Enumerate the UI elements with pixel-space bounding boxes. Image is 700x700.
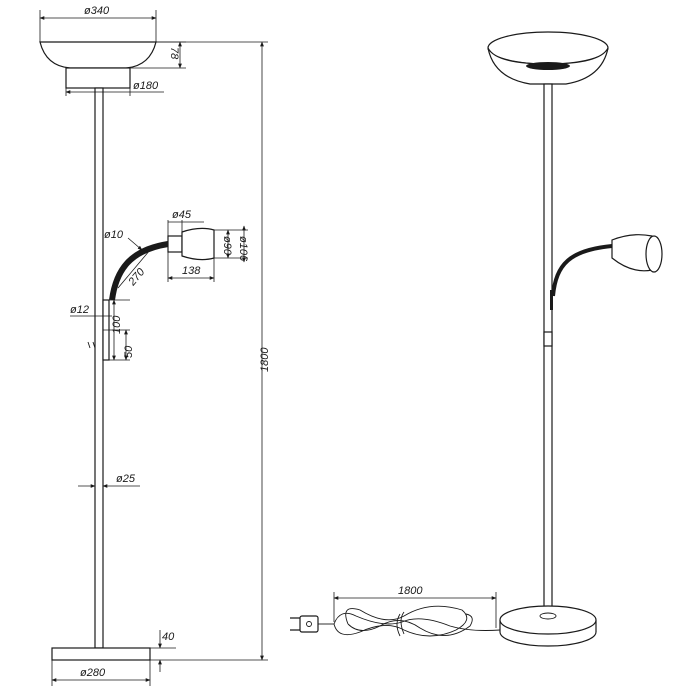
persp-arm-joint	[550, 290, 553, 310]
reading-lamp-shade	[181, 227, 215, 261]
label-shade-outer: ø106	[237, 236, 249, 262]
flex-arm	[109, 241, 169, 301]
label-reach: 138	[182, 265, 201, 277]
persp-pole	[543, 83, 553, 617]
lamp-base	[51, 647, 151, 661]
label-cap-diameter: ø45	[172, 209, 192, 221]
label-shade-height: 78	[168, 47, 180, 60]
label-shade-diameter: ø340	[84, 5, 110, 17]
right-perspective-view: 1800	[290, 31, 663, 647]
left-elevation-view: ø340 78 ø180 1800 ø45 ø90 ø106 138	[39, 5, 271, 686]
label-cable-length: 1800	[398, 585, 423, 597]
bowl-inner	[526, 62, 570, 70]
plug-icon	[290, 615, 319, 633]
lamp-pole	[94, 87, 104, 649]
switch-marks	[87, 341, 96, 349]
label-pole-diameter: ø25	[116, 473, 136, 485]
shade-collar	[65, 67, 131, 89]
persp-switch	[543, 331, 553, 347]
label-switch-height: 50	[123, 345, 135, 358]
label-joint-diameter: ø12	[70, 304, 89, 316]
label-base-diameter: ø280	[80, 667, 106, 679]
label-shade-base-diameter: ø180	[133, 80, 159, 92]
persp-reading-opening	[645, 235, 663, 273]
power-cable	[333, 605, 501, 637]
label-total-height: 1800	[259, 347, 271, 372]
label-joint-height: 100	[111, 315, 123, 334]
label-base-height: 40	[162, 631, 175, 643]
label-shade-inner: ø90	[221, 236, 233, 256]
reading-lamp-cap	[167, 235, 183, 253]
uplight-shade	[39, 41, 157, 69]
label-flex-length: 270	[126, 266, 148, 289]
persp-flex-arm	[551, 244, 613, 297]
persp-base-top	[499, 605, 597, 635]
label-flex-diameter: ø10	[104, 229, 124, 241]
